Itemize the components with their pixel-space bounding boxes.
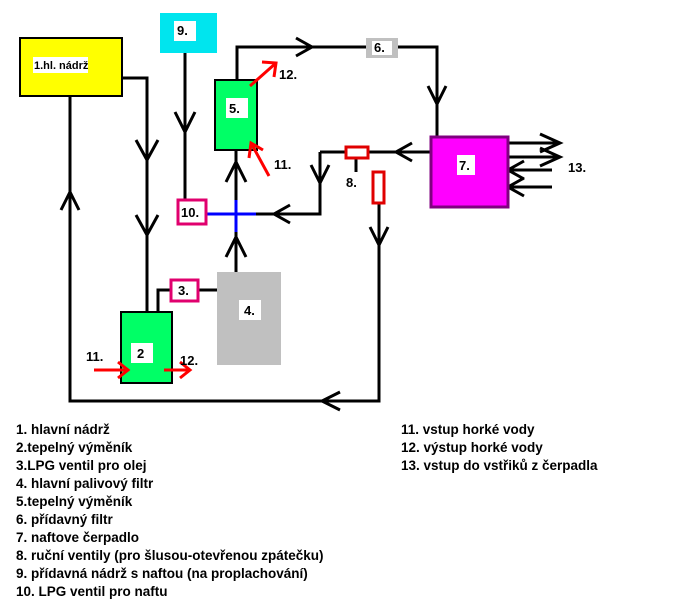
arrow-up — [224, 158, 248, 183]
line-tank1-to-exchanger2 — [122, 76, 149, 312]
legend-right: 11. vstup horké vody 12. výstup horké vo… — [401, 421, 598, 475]
component-2-label: 2 — [137, 346, 144, 361]
legend-left: 1. hlavní nádrž 2.tepelný výměník 3.LPG … — [16, 421, 324, 601]
component-8-manual-valves: 8. — [344, 145, 386, 205]
component-9-label: 9. — [177, 23, 188, 38]
label-11-bottom: 11. — [86, 349, 103, 364]
component-5-label: 5. — [229, 101, 240, 116]
arrow-up — [224, 233, 248, 258]
legend-item: 12. výstup horké vody — [401, 440, 543, 455]
component-1-main-tank: 1.hl. nádrž — [19, 37, 123, 97]
legend-item: 6. přídavný filtr — [16, 512, 113, 527]
line-exchanger5-to-filter6 — [235, 45, 366, 80]
legend-item: 4. hlavní palivový filtr — [16, 476, 154, 491]
line-exchanger2-to-valve3 — [156, 288, 172, 312]
arrow-down — [173, 111, 197, 136]
arrow-up — [59, 188, 81, 211]
legend-item: 10. LPG ventil pro naftu — [16, 584, 168, 599]
arrow-right — [539, 132, 564, 154]
component-8-label: 8. — [346, 175, 357, 190]
component-6-extra-filter: 6. — [366, 38, 398, 58]
component-7-diesel-pump: 7. — [429, 135, 510, 209]
component-4-label: 4. — [244, 303, 255, 318]
hot-water-out-bottom-head — [179, 360, 193, 380]
legend-item: 3.LPG ventil pro olej — [16, 458, 147, 473]
component-5-heat-exchanger: 5. — [214, 79, 258, 151]
flow-arrows — [59, 36, 564, 412]
component-1-label: 1.hl. nádrž — [34, 60, 89, 72]
component-10-label: 10. — [181, 205, 199, 220]
line-return-to-tank1 — [68, 95, 381, 403]
legend-item: 5.tepelný výměník — [16, 494, 133, 509]
hot-water-out-top-head — [261, 60, 278, 78]
component-7-label: 7. — [459, 158, 470, 173]
arrow-left — [318, 390, 341, 412]
hot-water-in-top-head — [247, 140, 264, 159]
label-12-bottom: 12. — [180, 353, 198, 368]
hot-water-out-top — [249, 61, 277, 88]
component-4-main-fuel-filter: 4. — [217, 272, 281, 365]
component-10-lpg-valve-diesel: 10. — [176, 198, 208, 226]
component-3-label: 3. — [178, 283, 189, 298]
component-3-lpg-valve-oil: 3. — [169, 278, 200, 303]
arrow-right — [539, 146, 564, 168]
legend-item: 1. hlavní nádrž — [16, 422, 110, 437]
pipe-lines — [68, 45, 560, 403]
arrow-down — [309, 164, 331, 187]
junction-cross — [207, 200, 256, 232]
component-9-flush-tank: 9. — [160, 13, 217, 53]
component-2-heat-exchanger: 2 — [120, 311, 173, 384]
arrow-down — [426, 85, 448, 108]
legend-item: 7. naftove čerpadlo — [16, 530, 140, 545]
component-6-label: 6. — [374, 40, 385, 55]
label-12-top: 12. — [279, 67, 297, 82]
legend-item: 11. vstup horké vody — [401, 422, 535, 437]
label-13: 13. — [568, 160, 586, 175]
hot-water-arrows — [94, 60, 278, 380]
label-11-top: 11. — [274, 157, 291, 172]
arrow-down — [368, 226, 390, 249]
legend-item: 13. vstup do vstřiků z čerpadla — [401, 458, 598, 473]
hot-water-in-bottom-head — [117, 360, 131, 380]
legend-item: 9. přídavná nádrž s naftou (na proplacho… — [16, 566, 308, 581]
hot-water-in-top — [249, 142, 271, 177]
arrow-right — [295, 36, 316, 58]
arrow-down — [134, 214, 160, 239]
arrow-left — [270, 203, 291, 225]
legend-item: 8. ruční ventily (pro šlusou-otevřenou z… — [16, 548, 324, 563]
arrow-down — [134, 139, 160, 164]
arrow-left — [392, 141, 413, 163]
legend-item: 2.tepelný výměník — [16, 440, 133, 455]
